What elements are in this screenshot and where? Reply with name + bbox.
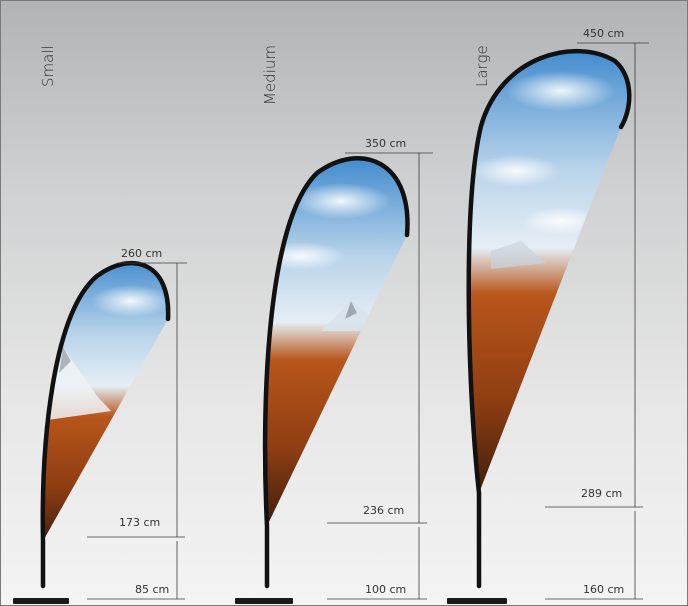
medium-flag bbox=[235, 156, 410, 604]
small-flag-bottom-height: 173 cm bbox=[119, 516, 160, 529]
small-measurements bbox=[87, 262, 187, 600]
large-flag-bottom-height: 289 cm bbox=[581, 487, 622, 500]
small-flag-image bbox=[42, 263, 169, 541]
small-flag bbox=[13, 260, 171, 604]
medium-measurements bbox=[327, 152, 433, 600]
small-flag-base bbox=[13, 598, 69, 604]
small-total-height: 260 cm bbox=[121, 247, 162, 260]
medium-flag-image bbox=[265, 158, 408, 526]
medium-flag-base bbox=[235, 598, 293, 604]
large-measurements bbox=[545, 42, 649, 600]
medium-flag-pole bbox=[262, 156, 410, 589]
medium-size-label: Medium bbox=[261, 45, 279, 105]
large-total-height: 450 cm bbox=[583, 27, 624, 40]
medium-total-height: 350 cm bbox=[365, 137, 406, 150]
small-flag-pole bbox=[40, 260, 171, 589]
small-pole-height: 85 cm bbox=[135, 583, 169, 596]
medium-pole-height: 100 cm bbox=[365, 583, 406, 596]
small-size-label: Small bbox=[39, 45, 57, 87]
medium-flag-bottom-height: 236 cm bbox=[363, 504, 404, 517]
large-flag-pole bbox=[466, 48, 632, 589]
large-pole-height: 160 cm bbox=[583, 583, 624, 596]
large-flag bbox=[447, 48, 632, 604]
large-size-label: Large bbox=[473, 45, 491, 87]
large-flag-base bbox=[447, 598, 507, 604]
